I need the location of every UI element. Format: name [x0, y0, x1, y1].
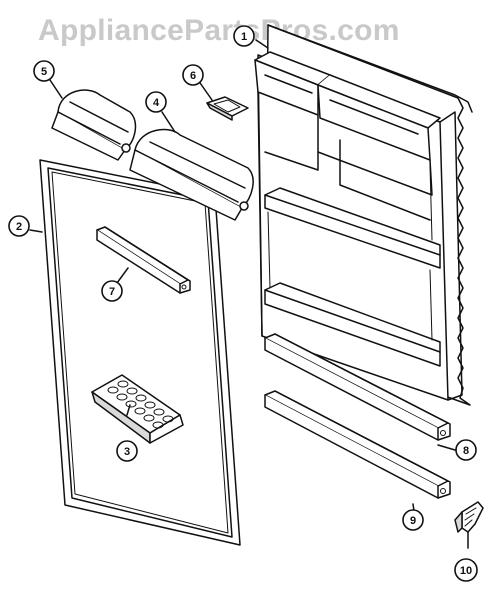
- callout-10: 10: [454, 558, 478, 582]
- part-clip: [206, 96, 249, 121]
- part-door-liner: [254, 24, 473, 406]
- callout-8: 8: [455, 439, 477, 461]
- part-gasket: [39, 159, 241, 546]
- part-shelf-rail-upper: [264, 333, 451, 441]
- callout-3: 3: [116, 440, 138, 462]
- callout-5: 5: [33, 60, 55, 82]
- callout-7-label: 7: [109, 286, 115, 298]
- callout-8-label: 8: [463, 445, 469, 457]
- leader-lines: [29, 39, 469, 549]
- callout-2-label: 2: [16, 221, 22, 233]
- callout-6: 6: [182, 64, 204, 86]
- part-egg-tray: [91, 374, 184, 444]
- callout-6-label: 6: [190, 70, 196, 82]
- callout-4-label: 4: [153, 97, 160, 109]
- callout-3-label: 3: [124, 446, 130, 458]
- callout-1-label: 1: [241, 31, 247, 43]
- callout-2: 2: [8, 215, 30, 237]
- part-end-cap: [454, 501, 484, 533]
- callout-7: 7: [101, 280, 123, 302]
- callout-1: 1: [233, 25, 255, 47]
- part-trim-rail-upper: [96, 226, 191, 294]
- part-dairy-door-small: [51, 89, 137, 161]
- callout-4: 4: [145, 91, 167, 113]
- callout-5-label: 5: [41, 66, 47, 78]
- callout-9: 9: [402, 509, 424, 531]
- part-shelf-rail-lower: [264, 390, 451, 499]
- callout-1-circle: [233, 25, 255, 47]
- callout-9-label: 9: [410, 515, 416, 527]
- callout-10-label: 10: [460, 565, 472, 577]
- part-dairy-door-large: [129, 128, 254, 221]
- watermark-text: AppliancePartsPros.com: [38, 14, 400, 47]
